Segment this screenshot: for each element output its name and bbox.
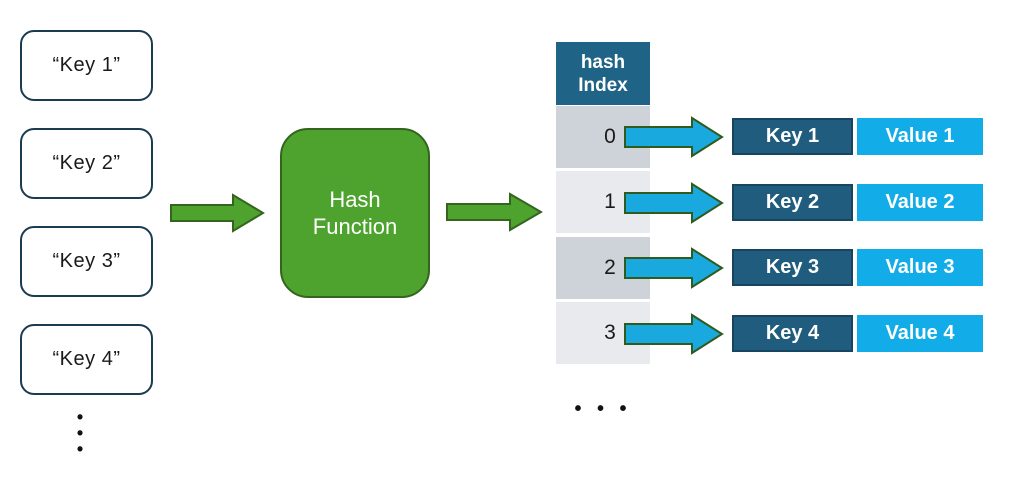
horizontal-ellipsis: • • • xyxy=(574,398,632,420)
arrow-right-icon xyxy=(170,193,265,233)
input-key-box-3: “Key 3” xyxy=(20,226,153,297)
bucket-key-label: Key 4 xyxy=(765,322,820,344)
vertical-ellipsis: • • • xyxy=(76,407,84,459)
arrow-right-icon xyxy=(624,313,724,355)
index-value: 1 xyxy=(604,190,616,213)
arrow-right-icon xyxy=(446,192,543,232)
arrow-right-icon xyxy=(624,116,724,158)
bucket-key-label: Key 1 xyxy=(765,125,820,147)
bucket-key-1: Key 1 xyxy=(732,118,853,155)
bucket-key-2: Key 2 xyxy=(732,184,853,221)
input-key-label: “Key 2” xyxy=(52,152,121,174)
hash-index-header-line1: hash xyxy=(580,51,626,73)
bucket-value-4: Value 4 xyxy=(857,315,983,352)
hash-function-label: Hash Function xyxy=(312,187,398,239)
index-value: 0 xyxy=(604,125,616,148)
input-key-box-2: “Key 2” xyxy=(20,128,153,199)
bucket-key-label: Key 3 xyxy=(765,256,820,278)
bucket-value-label: Value 3 xyxy=(885,256,955,278)
hash-index-header: hash Index xyxy=(556,42,650,105)
index-value: 3 xyxy=(604,321,616,344)
bucket-value-3: Value 3 xyxy=(857,249,983,286)
bucket-value-label: Value 4 xyxy=(885,322,955,344)
bucket-key-3: Key 3 xyxy=(732,249,853,286)
bucket-key-4: Key 4 xyxy=(732,315,853,352)
hash-function-box: Hash Function xyxy=(280,128,430,298)
input-key-label: “Key 3” xyxy=(52,250,121,272)
arrow-right-icon xyxy=(624,182,724,224)
input-key-label: “Key 4” xyxy=(52,348,121,370)
bucket-value-label: Value 2 xyxy=(885,191,955,213)
input-key-label: “Key 1” xyxy=(52,54,121,76)
bucket-value-2: Value 2 xyxy=(857,184,983,221)
bucket-value-label: Value 1 xyxy=(885,125,955,147)
hash-index-header-line2: Index xyxy=(578,74,628,96)
bucket-value-1: Value 1 xyxy=(857,118,983,155)
arrow-right-icon xyxy=(624,247,724,289)
index-value: 2 xyxy=(604,256,616,279)
bucket-key-label: Key 2 xyxy=(765,191,820,213)
input-key-box-4: “Key 4” xyxy=(20,324,153,395)
input-key-box-1: “Key 1” xyxy=(20,30,153,101)
